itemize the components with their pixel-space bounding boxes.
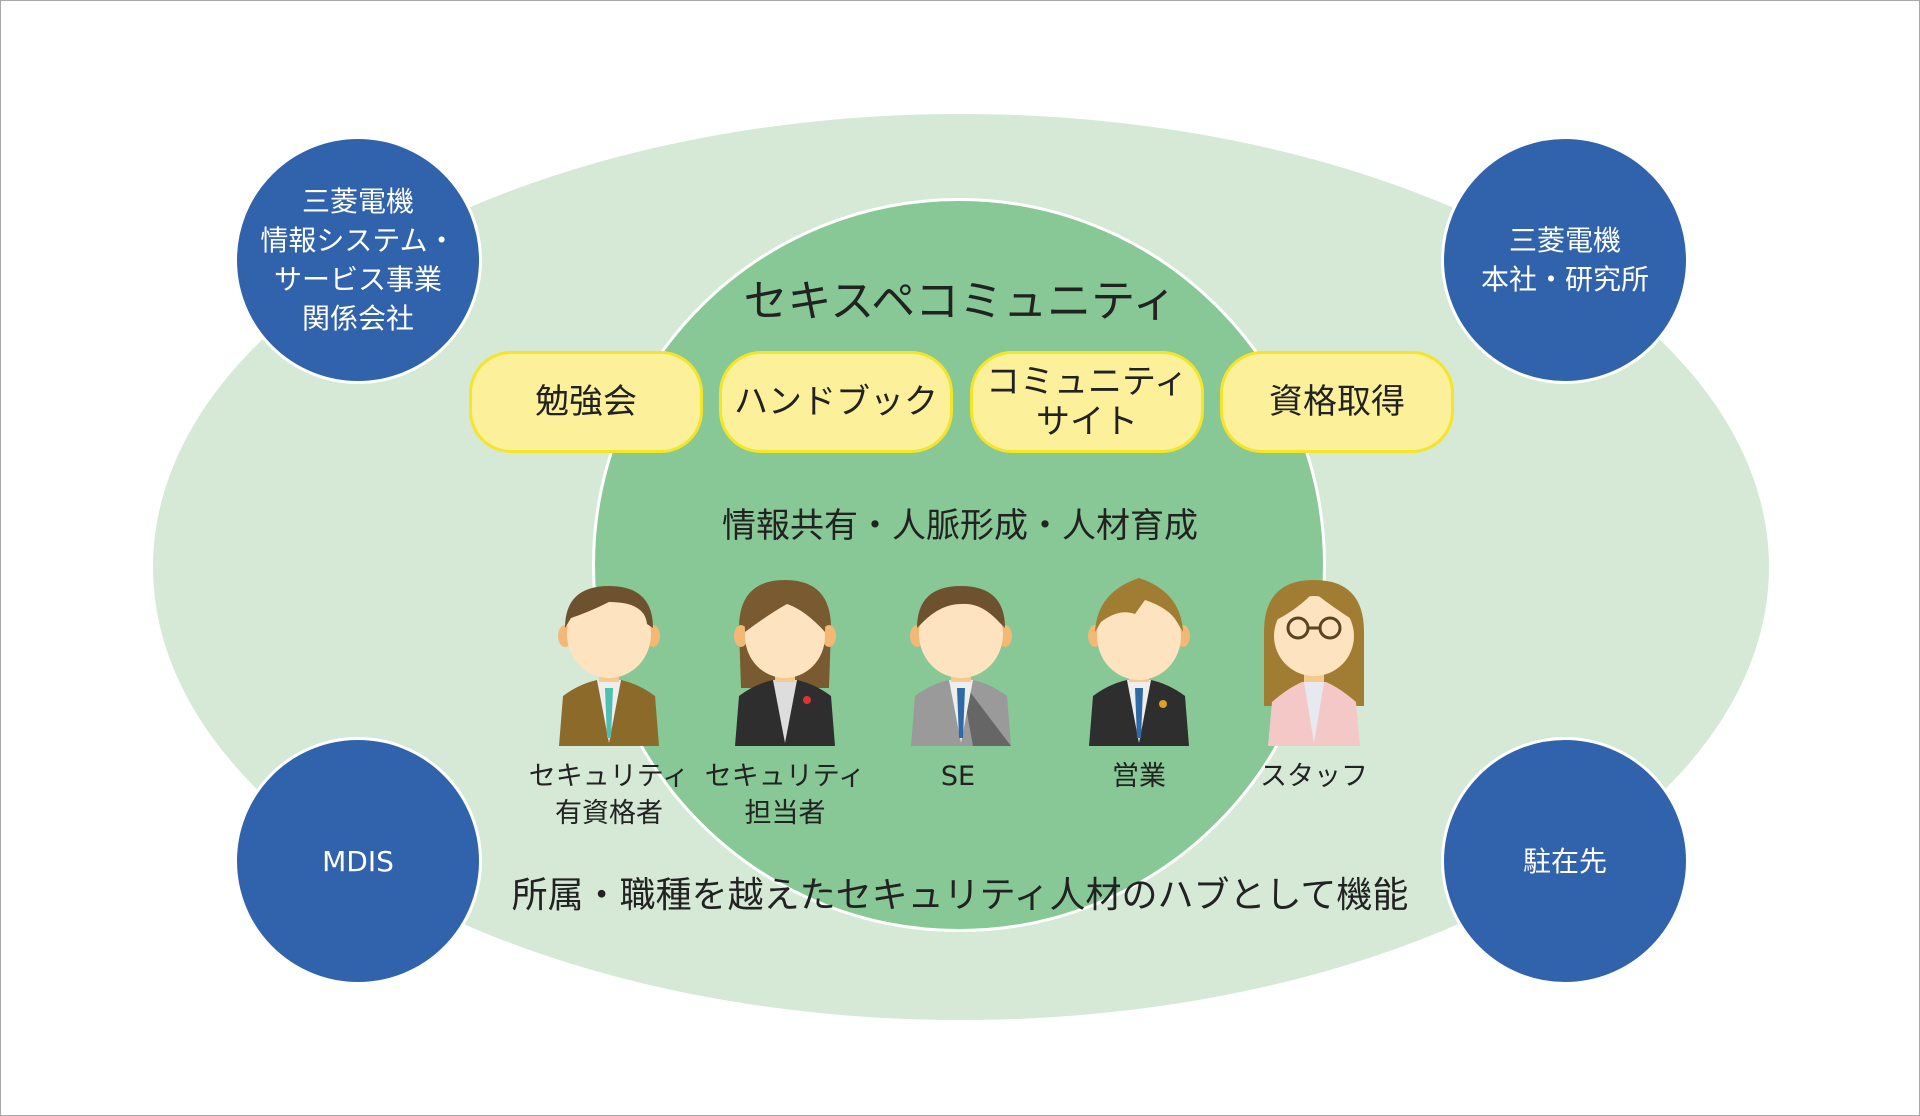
activity-handbook: ハンドブック: [719, 351, 953, 453]
role-label-sales: 営業: [1112, 761, 1166, 792]
org-mitsubishi-info-systems: 三菱電機 情報システム・ サービス事業 関係会社: [234, 136, 482, 384]
hub-statement: 所属・職種を越えたセキュリティ人材のハブとして機能: [511, 875, 1409, 916]
person-gray-suit-icon: [910, 586, 1012, 746]
person-black-suit-icon: [1088, 578, 1190, 746]
activity-certification: 資格取得: [1220, 351, 1454, 453]
role-label-certified: セキュリティ 有資格者: [528, 761, 690, 829]
community-title: セキスペコミュニティ: [743, 276, 1177, 327]
person-woman-black-suit-icon: [734, 580, 836, 746]
role-label-staff: スタッフ: [1260, 761, 1368, 792]
activity-community-site: コミュニティ サイト: [970, 351, 1204, 453]
activity-study-group: 勉強会: [469, 351, 703, 453]
purpose-text: 情報共有・人脈形成・人材育成: [722, 506, 1198, 546]
org-onsite: 駐在先: [1441, 737, 1689, 985]
org-mdis: MDIS: [234, 737, 482, 985]
community-circle: [592, 198, 1326, 932]
person-brown-suit-icon: [558, 586, 660, 746]
org-mitsubishi-hq: 三菱電機 本社・研究所: [1441, 136, 1689, 384]
person-woman-glasses-icon: [1264, 580, 1364, 746]
role-label-se: SE: [940, 761, 976, 792]
role-label-security-officer: セキュリティ 担当者: [704, 761, 866, 829]
